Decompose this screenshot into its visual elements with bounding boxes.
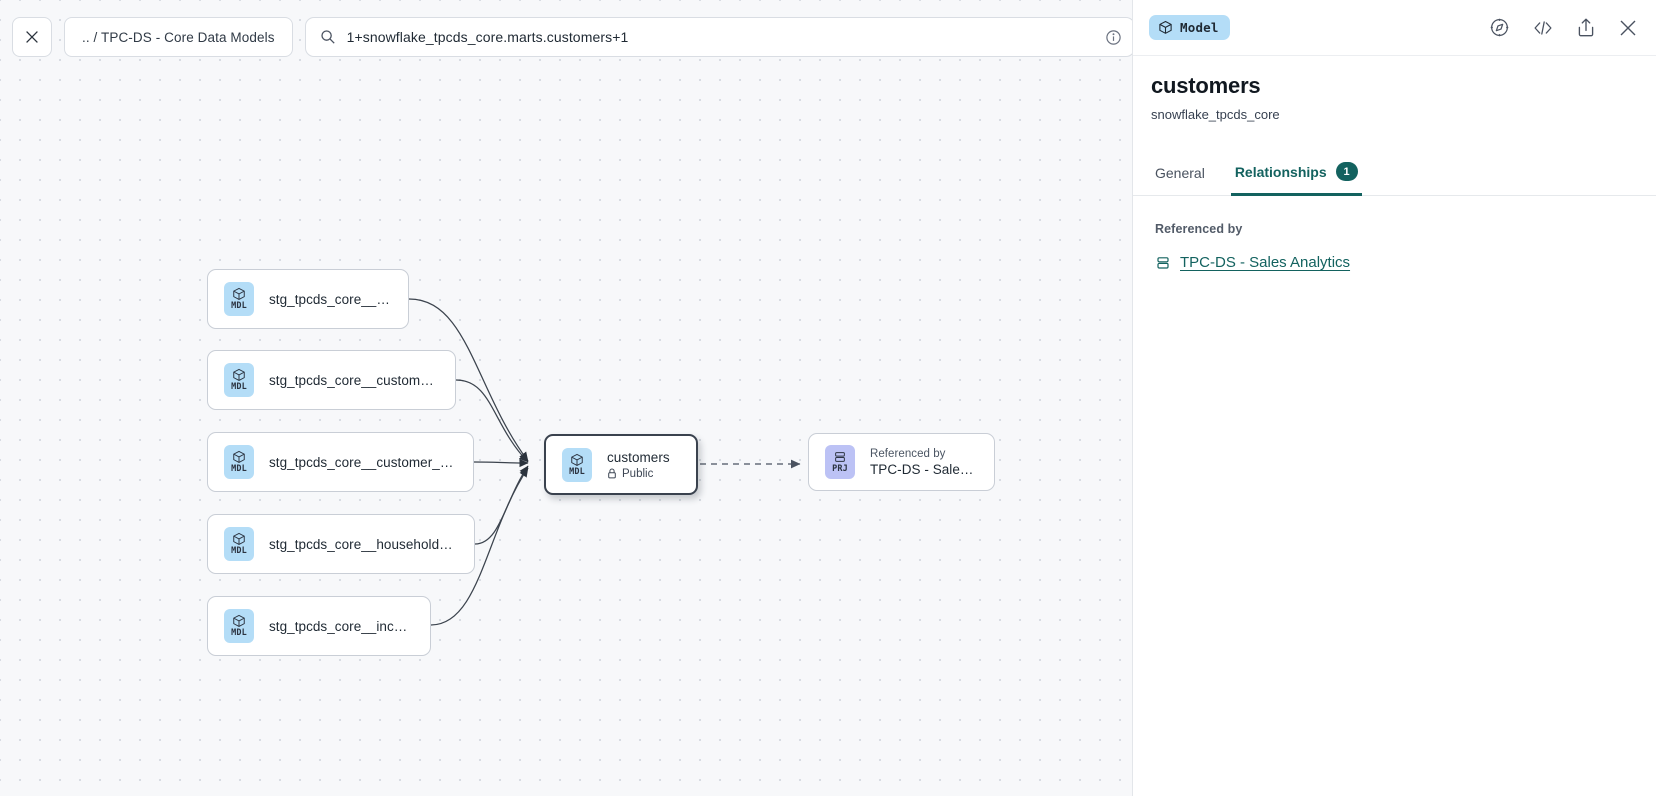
cube-icon — [571, 453, 583, 466]
graph-node-project[interactable]: PRJ Referenced by TPC-DS - Sales Analyti… — [808, 433, 995, 491]
canvas-toolbar: .. / TPC-DS - Core Data Models 1+snowfla… — [12, 17, 1132, 57]
cube-icon — [233, 615, 245, 628]
cube-icon — [1159, 20, 1172, 34]
model-badge: MDL — [224, 527, 254, 561]
lineage-search[interactable]: 1+snowflake_tpcds_core.marts.customers+1 — [304, 17, 1132, 57]
cube-icon — [233, 533, 245, 546]
cube-icon — [233, 288, 245, 301]
node-body: stg_tpcds_core__income_band — [269, 619, 414, 634]
resource-type-pill: Model — [1149, 15, 1230, 40]
model-badge: MDL — [224, 363, 254, 397]
tab-relationships[interactable]: Relationships 1 — [1230, 153, 1362, 196]
graph-node[interactable]: MDL stg_tpcds_core__customer_demogra… — [207, 432, 474, 492]
node-title: TPC-DS - Sales Analytics — [870, 461, 978, 477]
info-icon[interactable] — [1105, 29, 1122, 46]
tab-general[interactable]: General — [1151, 156, 1209, 196]
referenced-by-item[interactable]: TPC-DS - Sales Analytics — [1155, 254, 1638, 271]
node-title: stg_tpcds_core__customer_demogra… — [269, 454, 457, 470]
panel-toolbar: Model — [1133, 0, 1656, 56]
node-title: stg_tpcds_core__household_demogr… — [269, 536, 458, 552]
badge-text: MDL — [569, 466, 585, 477]
badge-text: MDL — [231, 628, 247, 639]
node-body: customers Public — [607, 450, 680, 480]
close-lineage-button[interactable] — [12, 17, 52, 57]
search-input-value[interactable]: 1+snowflake_tpcds_core.marts.customers+1 — [346, 29, 629, 45]
node-body: stg_tpcds_core__customer — [269, 292, 392, 307]
graph-node[interactable]: MDL stg_tpcds_core__income_band — [207, 596, 431, 656]
close-icon[interactable] — [1618, 18, 1638, 38]
badge-text: MDL — [231, 301, 247, 312]
model-badge: MDL — [224, 609, 254, 643]
node-body: stg_tpcds_core__customer_address — [269, 373, 439, 388]
node-title: stg_tpcds_core__income_band — [269, 618, 414, 634]
search-icon — [320, 30, 335, 44]
referenced-by-link[interactable]: TPC-DS - Sales Analytics — [1180, 254, 1351, 271]
node-title: stg_tpcds_core__customer_address — [269, 372, 439, 388]
node-visibility: Public — [607, 468, 680, 480]
breadcrumb[interactable]: .. / TPC-DS - Core Data Models — [64, 17, 293, 57]
code-icon[interactable] — [1532, 18, 1554, 38]
badge-text: PRJ — [832, 464, 848, 475]
badge-text: MDL — [231, 464, 247, 475]
graph-node[interactable]: MDL stg_tpcds_core__household_demogr… — [207, 514, 475, 574]
visibility-label: Public — [622, 467, 654, 480]
panel-header: customers snowflake_tpcds_core — [1133, 56, 1656, 122]
close-icon — [26, 31, 38, 43]
node-body: stg_tpcds_core__customer_demogra… — [269, 455, 457, 470]
tab-label: General — [1155, 165, 1205, 181]
explore-icon[interactable] — [1489, 17, 1510, 38]
model-badge: MDL — [562, 447, 592, 482]
page-title: customers — [1151, 73, 1261, 98]
lock-icon — [608, 468, 616, 479]
pill-label: Model — [1180, 20, 1219, 35]
node-body: stg_tpcds_core__household_demogr… — [269, 537, 458, 552]
node-kicker: Referenced by — [870, 447, 946, 460]
panel-tabs: General Relationships 1 — [1133, 153, 1656, 196]
node-body: Referenced by TPC-DS - Sales Analytics — [870, 448, 978, 477]
graph-node-selected[interactable]: MDL customers Public — [544, 434, 698, 495]
tab-label: Relationships — [1234, 163, 1327, 180]
badge-text: MDL — [231, 382, 247, 393]
badge-text: MDL — [231, 546, 247, 557]
project-badge: PRJ — [825, 445, 855, 479]
section-label: Referenced by — [1155, 222, 1243, 236]
lineage-canvas[interactable]: .. / TPC-DS - Core Data Models 1+snowfla… — [0, 0, 1132, 796]
tab-count-badge: 1 — [1335, 162, 1358, 181]
details-panel: Model — [1132, 0, 1656, 796]
graph-node[interactable]: MDL stg_tpcds_core__customer_address — [207, 350, 456, 410]
cube-icon — [233, 369, 245, 382]
panel-actions — [1489, 17, 1638, 38]
edge-layer — [408, 298, 801, 626]
graph-node[interactable]: MDL stg_tpcds_core__customer — [207, 269, 409, 329]
node-title: customers — [607, 449, 670, 465]
share-icon[interactable] — [1576, 17, 1596, 38]
panel-subtitle: snowflake_tpcds_core — [1151, 107, 1280, 122]
relationships-section: Referenced by TPC-DS - Sales Analytics — [1133, 196, 1656, 271]
model-badge: MDL — [224, 445, 254, 479]
node-title: stg_tpcds_core__customer — [269, 291, 392, 307]
project-icon — [835, 452, 845, 463]
model-badge: MDL — [224, 282, 254, 316]
cube-icon — [233, 451, 245, 464]
project-icon — [1157, 256, 1169, 269]
